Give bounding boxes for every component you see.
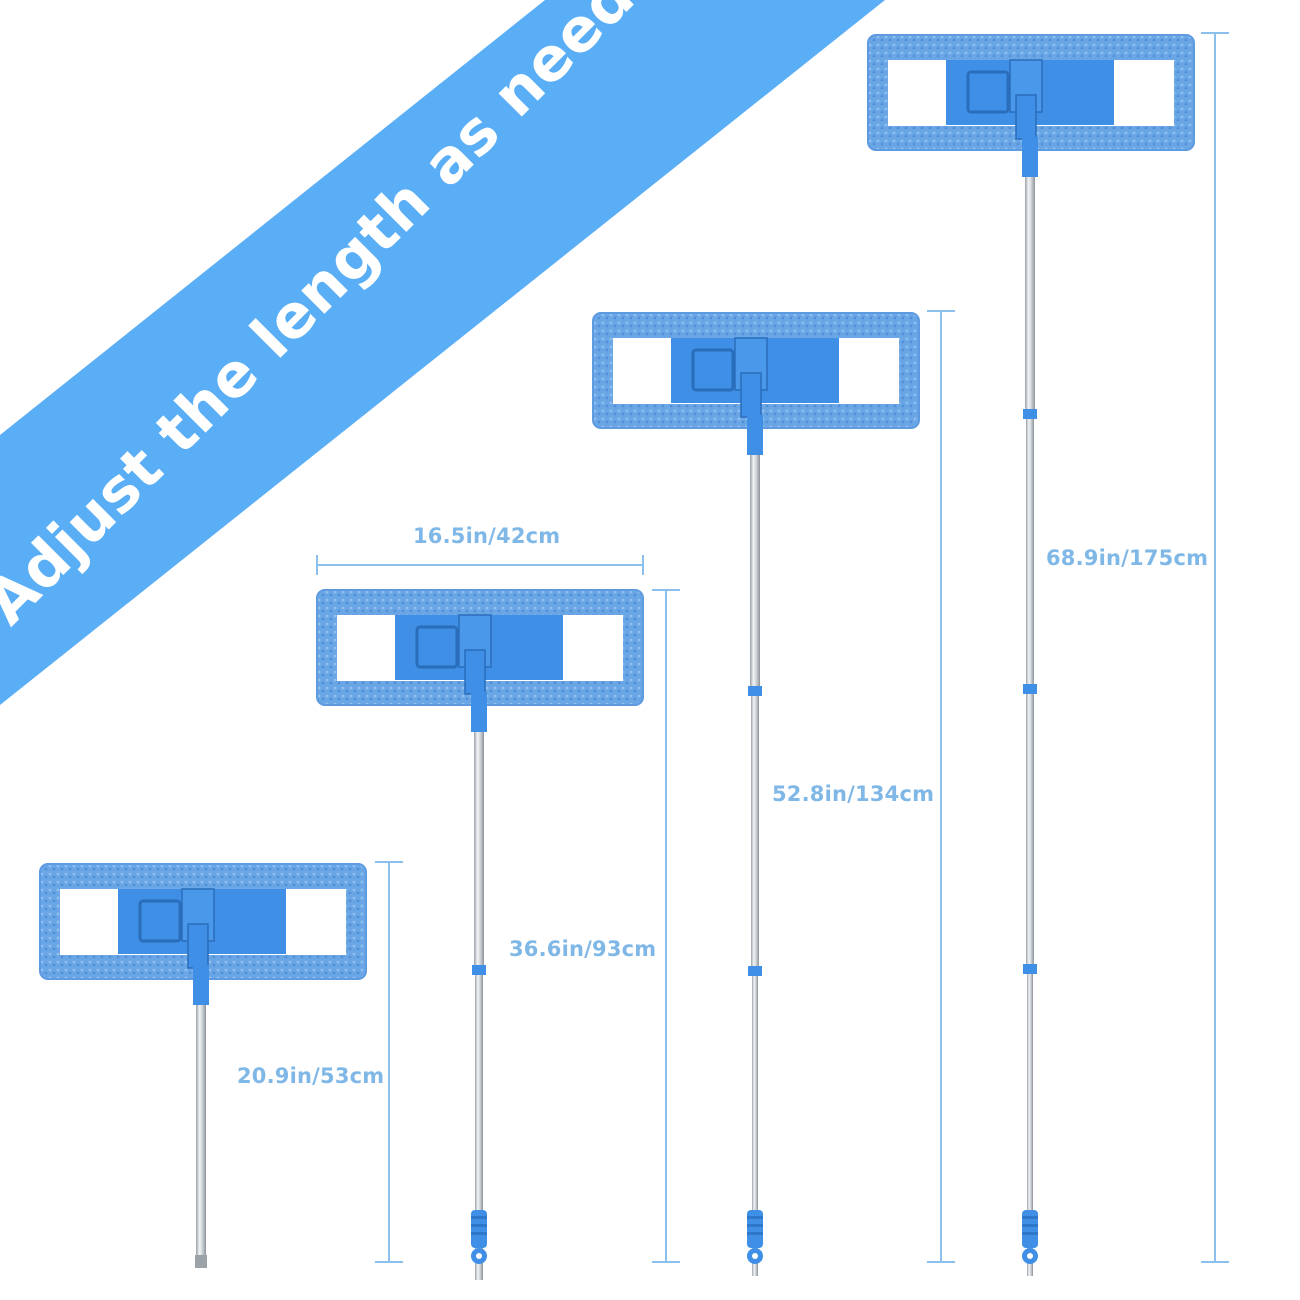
mop-short bbox=[38, 862, 368, 1268]
length-label-medium: 36.6in/93cm bbox=[509, 937, 657, 961]
length-label-extra-long: 68.9in/175cm bbox=[1046, 546, 1209, 570]
length-label-long: 52.8in/134cm bbox=[772, 782, 935, 806]
mop-medium bbox=[315, 588, 645, 1280]
banner-ribbon bbox=[0, 0, 885, 705]
mop-extra-long bbox=[866, 33, 1196, 1276]
mop-long bbox=[591, 311, 921, 1276]
dimension-lines bbox=[316, 32, 1229, 1263]
pad-width-label: 16.5in/42cm bbox=[413, 524, 561, 548]
length-label-short: 20.9in/53cm bbox=[237, 1064, 385, 1088]
